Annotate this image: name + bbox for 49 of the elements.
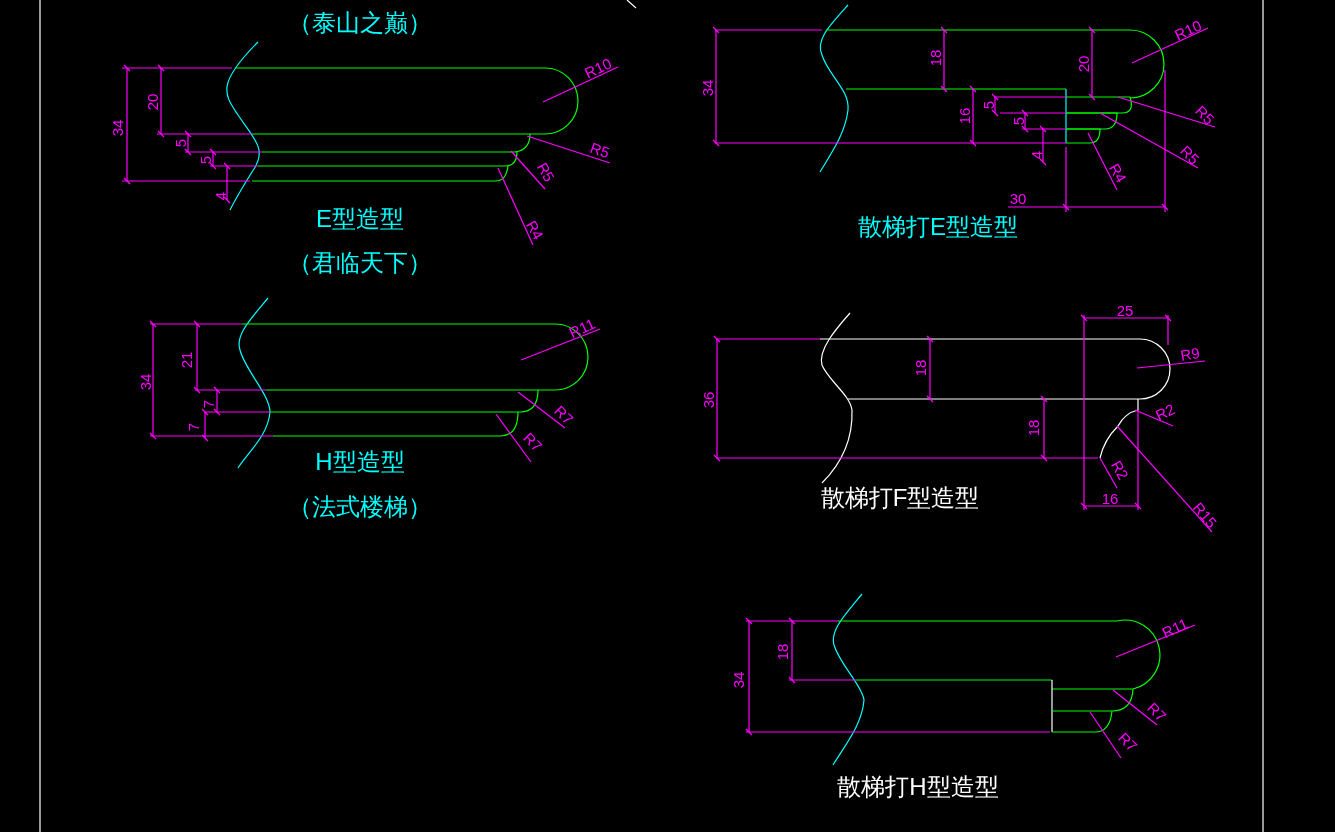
radius-value: R4 (1105, 160, 1131, 186)
drawing-caption: 散梯打E型造型 (858, 212, 1018, 240)
dimension-value: 18 (911, 359, 929, 377)
dimension-value: 18 (1024, 419, 1042, 437)
drawing-caption: （法式楼梯） (288, 492, 432, 520)
dimension-value: 20 (1074, 55, 1092, 73)
dimension-value: 25 (1116, 301, 1134, 319)
drawing-caption: （泰山之巅） (288, 8, 432, 36)
radius-value: R11 (566, 314, 598, 342)
drawing-caption: H型造型 (315, 447, 405, 475)
dimension-value: 5 (196, 155, 214, 165)
radius-value: R2 (1152, 400, 1178, 424)
dimension-value: 5 (1009, 116, 1027, 126)
dimension-value: 30 (1009, 189, 1027, 207)
drawing-caption: E型造型 (316, 204, 404, 232)
dimension-value: 5 (979, 100, 997, 110)
drawing-caption: （君临天下） (288, 248, 432, 276)
radius-value: R9 (1179, 343, 1201, 365)
radius-value: R10 (581, 54, 615, 82)
radius-value: R7 (520, 429, 546, 455)
dimension-value: 4 (1027, 150, 1045, 160)
radius-value: R5 (533, 159, 559, 185)
dimension-value: 16 (955, 107, 973, 125)
dimension-value: 36 (699, 391, 717, 409)
dimension-value: 7 (199, 399, 217, 409)
dimension-value: 21 (177, 351, 195, 369)
radius-value: R5 (1192, 102, 1218, 128)
dimension-value: 20 (143, 93, 161, 111)
dimension-value: 7 (184, 422, 202, 432)
dimension-value: 34 (136, 373, 154, 391)
radius-value: R11 (1159, 614, 1191, 642)
radius-value: R7 (1115, 729, 1141, 755)
drawing-caption: 散梯打H型造型 (837, 772, 999, 800)
dimension-value: 16 (1101, 489, 1119, 507)
radius-value: R5 (588, 138, 612, 162)
radius-value: R2 (1107, 457, 1133, 483)
radius-value: R7 (1144, 699, 1170, 725)
dimension-value: 34 (698, 79, 716, 97)
dimension-value: 34 (729, 671, 747, 689)
drawing-caption: 散梯打F型造型 (820, 483, 980, 511)
dimension-value: 18 (773, 643, 791, 661)
radius-value: R4 (522, 217, 548, 243)
dimension-value: 5 (171, 138, 189, 148)
dimension-value: 4 (211, 191, 229, 201)
radius-value: R7 (551, 402, 577, 428)
dimension-value: 18 (926, 49, 944, 67)
radius-value: R10 (1171, 16, 1205, 44)
radius-value: R5 (1177, 142, 1203, 168)
dimension-value: 34 (108, 119, 126, 137)
